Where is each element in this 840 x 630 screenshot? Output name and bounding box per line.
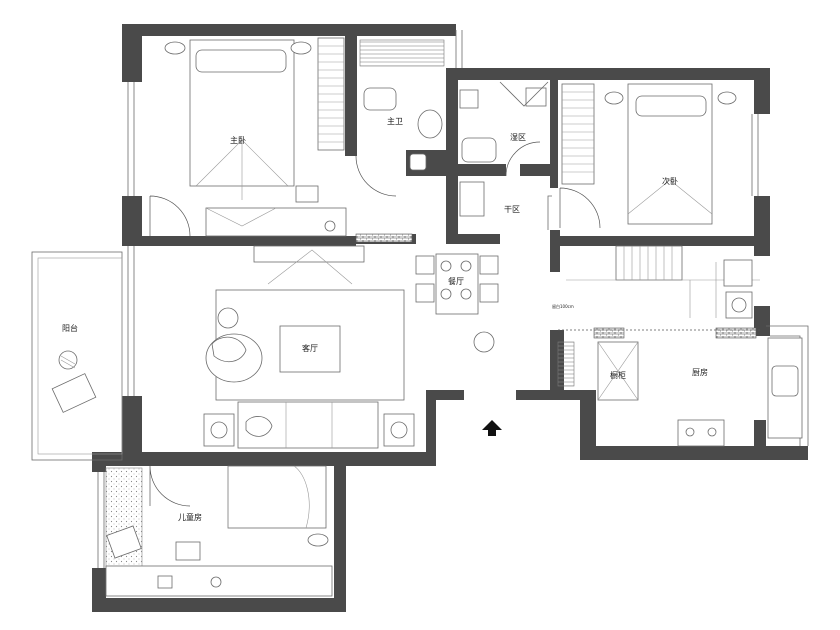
fridge (723, 259, 753, 287)
second-bedroom-label: 次卧 (662, 176, 678, 186)
arrow-up-icon (482, 420, 502, 436)
nightstand-left (164, 41, 186, 55)
side-table-left (203, 413, 235, 447)
second-wardrobe (561, 83, 595, 185)
dining-chair (479, 283, 499, 303)
coffee-table (279, 325, 341, 373)
walls (92, 24, 808, 612)
wall-brick (593, 327, 625, 339)
tv-cabinet (253, 245, 365, 263)
dry-area-label: 干区 (504, 205, 520, 214)
dining-chair (415, 255, 435, 275)
dry-vanity (459, 181, 485, 217)
desk-chair (295, 185, 319, 203)
kids-room: 儿童房 (105, 465, 333, 597)
windows (97, 30, 809, 568)
stair (615, 245, 683, 281)
kitchen-label: 厨房 (692, 367, 708, 377)
master-bedroom-label: 主卧 (230, 135, 246, 145)
master-bath: 主卫 (355, 39, 445, 197)
wet-sink (525, 87, 547, 107)
dining-label: 餐厅 (448, 277, 464, 286)
stove (677, 419, 725, 447)
stair-area: 留白100cm (552, 245, 760, 319)
side-table-right (383, 413, 415, 447)
kitchen-sink (771, 365, 799, 397)
second-nightstand-right (717, 91, 737, 105)
kids-chair (106, 525, 142, 559)
kids-desk-chair (175, 541, 201, 561)
wet-toilet (461, 137, 497, 163)
washer (725, 291, 753, 319)
dining-chair (415, 283, 435, 303)
shower-mixer (459, 89, 479, 109)
balcony: 阳台 (31, 251, 123, 461)
master-bath-label: 主卫 (387, 116, 403, 126)
master-basin (417, 109, 443, 139)
cabinet-label: 橱柜 (610, 370, 626, 380)
dining: 餐厅 (415, 253, 499, 315)
kitchen: 橱柜 厨房 (355, 233, 803, 447)
second-bedroom: 次卧 (559, 83, 737, 229)
balcony-chair (51, 373, 97, 413)
living: 客厅 (203, 245, 502, 449)
dining-chair (479, 255, 499, 275)
master-toilet (363, 87, 397, 111)
master-desk (205, 207, 347, 237)
master-bedroom: 主卧 (149, 37, 347, 237)
kids-nightstand (307, 533, 329, 547)
corridor-width-note: 留白100cm (552, 303, 574, 309)
person-figure (473, 331, 495, 353)
bath-zone: 湿区 干区 (459, 81, 552, 230)
living-label: 客厅 (302, 343, 318, 353)
balcony-label: 阳台 (62, 323, 78, 333)
kids-desk (105, 565, 333, 597)
kids-bed (227, 465, 327, 529)
shower-area (359, 39, 445, 67)
nightstand-right (290, 41, 312, 55)
wet-area-label: 湿区 (510, 133, 526, 142)
second-nightstand-left (604, 91, 624, 105)
kids-room-label: 儿童房 (178, 512, 202, 522)
